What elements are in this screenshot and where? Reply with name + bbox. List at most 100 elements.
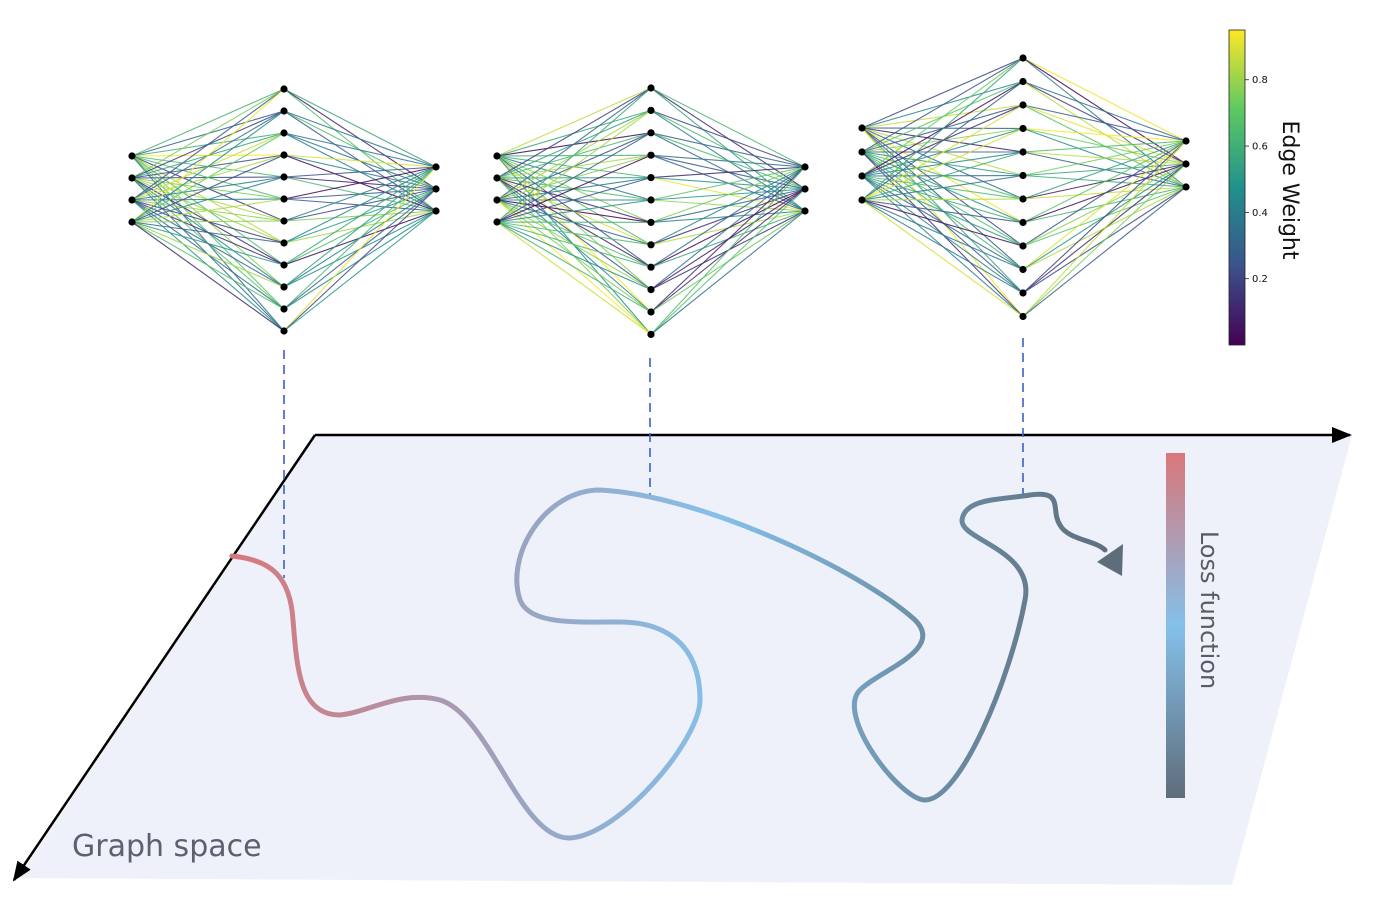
- network-edge: [283, 188, 437, 332]
- network-edge: [861, 57, 1024, 177]
- network-node: [1019, 101, 1027, 109]
- network-edge: [283, 166, 437, 332]
- network-2: [493, 84, 809, 338]
- network-edge: [131, 154, 285, 223]
- network-edge: [861, 174, 1024, 201]
- network-node: [128, 218, 136, 226]
- network-node: [280, 129, 288, 137]
- network-edge: [1022, 140, 1187, 223]
- network-node: [280, 195, 288, 203]
- network-edge: [496, 221, 652, 291]
- network-edge: [861, 57, 1024, 153]
- network-edge: [131, 221, 285, 332]
- network-node: [647, 196, 655, 204]
- network-edge: [1022, 186, 1187, 317]
- network-node: [493, 218, 501, 226]
- loss-gradient-bar: [1166, 453, 1185, 798]
- network-node: [1019, 242, 1027, 250]
- network-edge: [650, 166, 806, 291]
- network-edge: [283, 154, 437, 168]
- network-node: [647, 330, 655, 338]
- network-edge: [1022, 140, 1187, 294]
- network-edge: [1022, 140, 1187, 270]
- network-edge: [496, 87, 652, 201]
- network-node: [647, 106, 655, 114]
- loss-trajectory: [229, 487, 1108, 841]
- network-edge: [650, 154, 806, 168]
- network-node: [280, 283, 288, 291]
- network-edge: [861, 199, 1024, 294]
- network-node: [1019, 171, 1027, 180]
- network-edge: [650, 109, 806, 168]
- network-node: [1019, 124, 1027, 133]
- network-edge: [496, 221, 652, 246]
- network-edge: [283, 210, 437, 332]
- network-edge: [131, 88, 285, 179]
- colorbar-title: Edge Weight: [1277, 120, 1302, 259]
- network-node: [647, 129, 655, 137]
- network-edge: [650, 166, 806, 223]
- network-edge: [496, 109, 652, 223]
- network-node: [280, 173, 288, 181]
- network-node: [647, 263, 655, 271]
- network-node: [1019, 148, 1027, 156]
- network-node: [280, 327, 288, 335]
- network-edge: [650, 188, 806, 335]
- colorbar-tick-label: 0.2: [1252, 274, 1268, 285]
- network-1-nodes: [128, 85, 440, 335]
- network-edge: [861, 104, 1024, 201]
- network-node: [647, 241, 655, 249]
- network-edge: [861, 57, 1024, 129]
- network-edge: [1022, 80, 1187, 142]
- network-node: [128, 174, 136, 182]
- network-edge: [496, 221, 652, 268]
- network-node: [1019, 265, 1027, 274]
- network-node: [432, 207, 440, 215]
- network-edge: [650, 210, 806, 335]
- network-edge: [861, 151, 1024, 201]
- network-node: [858, 196, 866, 204]
- network-edge: [283, 166, 437, 310]
- network-edge: [283, 166, 437, 200]
- network-edge: [283, 166, 437, 266]
- network-edge: [1022, 140, 1187, 317]
- network-node: [801, 207, 809, 215]
- colorbar-tick-label: 0.6: [1252, 142, 1268, 153]
- network-edge: [650, 166, 806, 246]
- network-node: [1182, 183, 1190, 191]
- network-edge: [131, 110, 285, 223]
- network-edge: [283, 166, 437, 288]
- network-edge: [496, 154, 652, 223]
- network-node: [493, 174, 501, 182]
- network-3-edges: [861, 57, 1187, 317]
- network-node: [647, 218, 655, 226]
- network-node: [1019, 312, 1027, 321]
- graph-space-label: Graph space: [72, 829, 262, 864]
- colorbar-tick-label: 0.4: [1252, 208, 1268, 219]
- network-node: [1019, 54, 1027, 62]
- network-edge: [496, 221, 652, 335]
- network-edge: [496, 132, 652, 223]
- network-node: [647, 174, 655, 182]
- network-edge: [650, 166, 806, 179]
- network-edge: [650, 87, 806, 168]
- network-1: [128, 85, 440, 335]
- network-node: [801, 163, 809, 171]
- network-node: [280, 85, 288, 93]
- network-edge: [496, 221, 652, 313]
- network-node: [493, 152, 501, 160]
- network-snapshots: [128, 54, 1190, 338]
- network-edge: [1022, 140, 1187, 153]
- network-edge: [1022, 104, 1187, 142]
- network-node: [647, 84, 655, 92]
- network-node: [493, 196, 501, 204]
- network-edge: [283, 166, 437, 178]
- network-node: [128, 196, 136, 204]
- network-edge: [1022, 127, 1187, 142]
- network-node: [858, 148, 866, 156]
- network-node: [432, 185, 440, 193]
- network-3-nodes: [858, 54, 1190, 321]
- network-node: [280, 151, 288, 159]
- network-edge: [1022, 140, 1187, 177]
